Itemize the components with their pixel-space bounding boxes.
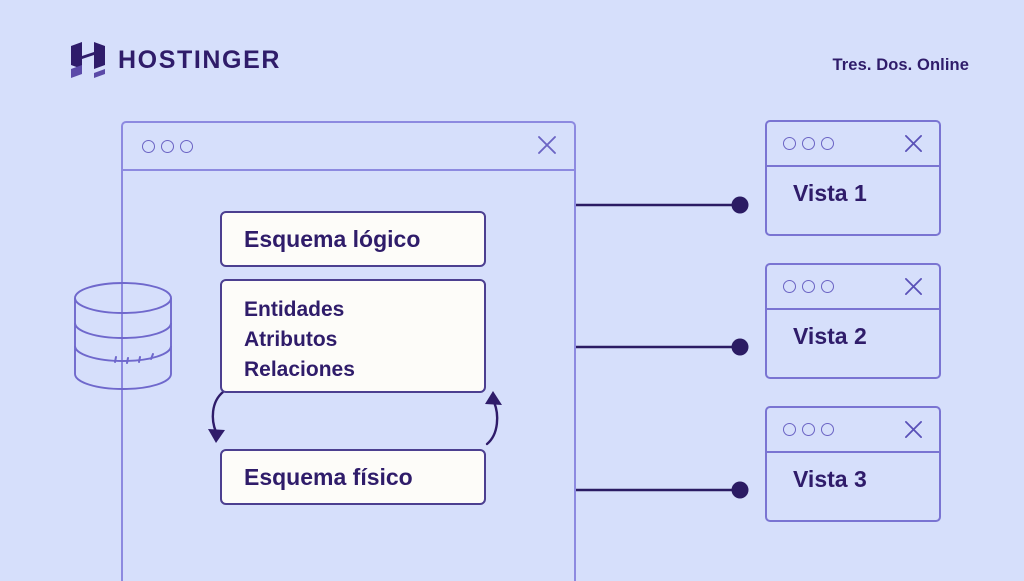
card-physical-schema-label: Esquema físico [244, 463, 413, 490]
card-logical-schema-label: Esquema lógico [244, 225, 421, 252]
traffic-lights [783, 423, 834, 436]
circle-outline-icon[interactable] [180, 140, 193, 153]
hostinger-h-logo-icon [71, 42, 105, 78]
card-entities[interactable]: Entidades Atributos Relaciones [220, 279, 486, 393]
brand-name: HOSTINGER [118, 45, 282, 74]
card-entities-line-2: Atributos [244, 328, 338, 351]
tagline: Tres. Dos. Online [832, 56, 969, 74]
circle-outline-icon[interactable] [802, 423, 815, 436]
traffic-lights [142, 140, 193, 153]
circle-outline-icon[interactable] [142, 140, 155, 153]
circle-outline-icon[interactable] [783, 423, 796, 436]
circle-outline-icon[interactable] [783, 137, 796, 150]
circle-outline-icon[interactable] [821, 137, 834, 150]
close-x-icon[interactable] [904, 134, 923, 153]
vista-window-2[interactable]: Vista 2 [765, 263, 941, 379]
close-x-icon[interactable] [904, 277, 923, 296]
close-x-icon[interactable] [904, 420, 923, 439]
card-entities-line-3: Relaciones [244, 358, 355, 381]
database-cylinder-icon [68, 278, 178, 398]
vista-2-titlebar [767, 265, 939, 310]
vista-3-titlebar [767, 408, 939, 453]
filled-dot-icon [731, 196, 749, 499]
card-physical-schema[interactable]: Esquema físico [220, 449, 486, 505]
circle-outline-icon[interactable] [802, 137, 815, 150]
vista-1-titlebar [767, 122, 939, 167]
circle-outline-icon[interactable] [783, 280, 796, 293]
vista-window-1[interactable]: Vista 1 [765, 120, 941, 236]
traffic-lights [783, 280, 834, 293]
circle-outline-icon[interactable] [821, 423, 834, 436]
brand-lockup: HOSTINGER [71, 42, 281, 78]
vista-1-label: Vista 1 [793, 180, 867, 206]
vista-2-label: Vista 2 [793, 323, 867, 349]
connector-lines [560, 180, 760, 520]
main-window-titlebar [123, 123, 574, 171]
circle-outline-icon[interactable] [161, 140, 174, 153]
vista-window-3[interactable]: Vista 3 [765, 406, 941, 522]
card-entities-line-1: Entidades [244, 298, 345, 321]
circle-outline-icon[interactable] [821, 280, 834, 293]
close-x-icon[interactable] [537, 135, 557, 155]
vista-3-label: Vista 3 [793, 466, 867, 492]
traffic-lights [783, 137, 834, 150]
card-logical-schema[interactable]: Esquema lógico [220, 211, 486, 267]
main-window [121, 121, 576, 581]
circle-outline-icon[interactable] [802, 280, 815, 293]
